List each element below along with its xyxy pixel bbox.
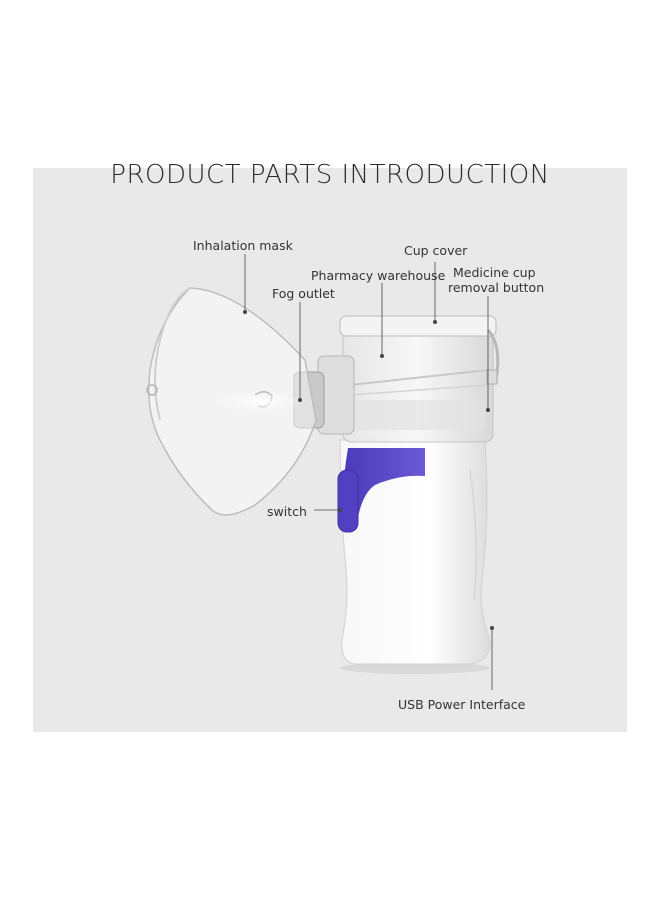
mask-hole: [146, 384, 158, 396]
label-removal-button: removal button: [448, 280, 545, 295]
label-pharmacy-warehouse: Pharmacy warehouse: [311, 268, 446, 283]
mist: [215, 392, 305, 412]
label-fog-outlet: Fog outlet: [272, 286, 335, 301]
removal-button[interactable]: [486, 369, 498, 385]
grip-line: [469, 469, 478, 601]
dot-cup-cover: [433, 320, 437, 324]
diagram-title: PRODUCT PARTS INTRODUCTION: [110, 160, 550, 190]
label-switch: switch: [267, 504, 307, 519]
cup-divider-2: [349, 384, 489, 396]
switch-button[interactable]: [337, 469, 359, 533]
diagram-background: [33, 168, 627, 732]
label-cup-cover: Cup cover: [404, 243, 468, 258]
cup-cover: [339, 315, 497, 337]
label-usb-power: USB Power Interface: [398, 697, 526, 712]
device-shadow: [340, 662, 490, 674]
dot-fog-outlet: [298, 398, 302, 402]
dot-usb: [490, 626, 494, 630]
dot-removal-button: [486, 408, 490, 412]
dot-inhalation-mask: [243, 310, 247, 314]
dot-pharmacy-warehouse: [380, 354, 384, 358]
purple-band: [343, 448, 425, 532]
label-inhalation-mask: Inhalation mask: [193, 238, 293, 253]
pharmacy-warehouse-area: [355, 400, 485, 430]
label-medicine-cup: Medicine cup: [453, 265, 536, 280]
dot-switch: [338, 508, 342, 512]
cup-divider: [349, 369, 489, 386]
mask-rim: [154, 287, 191, 421]
device-body: [339, 439, 491, 665]
